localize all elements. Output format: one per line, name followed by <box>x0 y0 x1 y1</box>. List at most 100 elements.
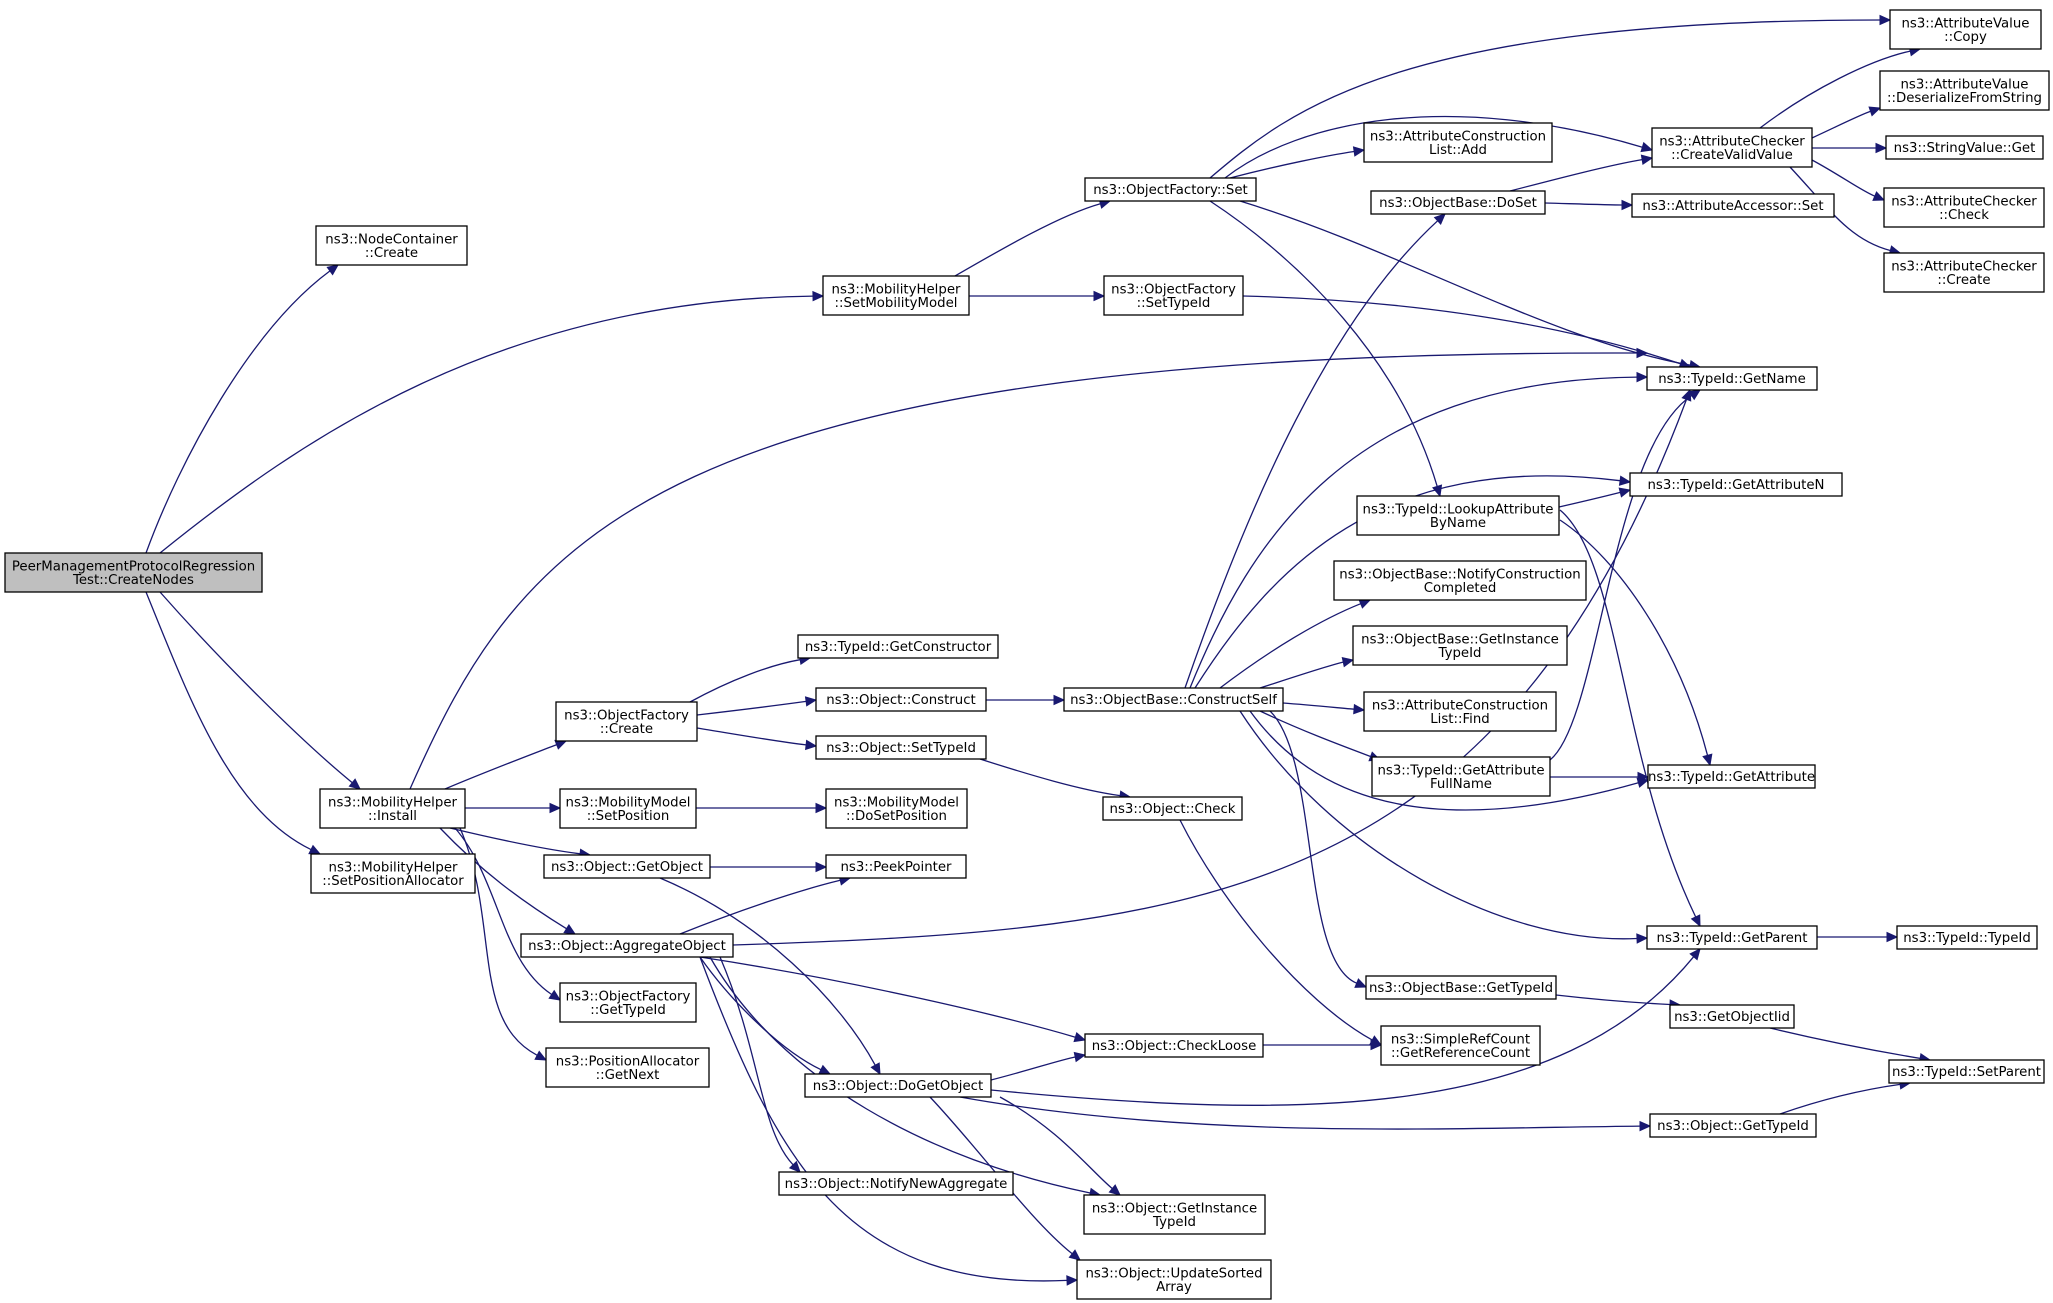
function-node-obj-gettypeid[interactable]: ns3::Object::GetTypeId <box>1649 1113 1817 1138</box>
function-node-aa-set[interactable]: ns3::AttributeAccessor::Set <box>1631 193 1835 218</box>
node-box <box>1646 925 1818 950</box>
edge-arrowhead <box>563 923 577 935</box>
function-node-obj-dogetobject[interactable]: ns3::Object::DoGetObject <box>804 1073 992 1098</box>
edge-line <box>145 591 312 851</box>
edge-line <box>1239 200 1691 366</box>
node-box <box>1370 190 1546 215</box>
function-node-sv-get[interactable]: ns3::StringValue::Get <box>1885 135 2044 160</box>
call-edge-mh_install-to-of_gettypeid <box>454 827 562 1001</box>
node-box <box>559 788 697 829</box>
function-node-getobjectiid[interactable]: ns3::GetObjectIid <box>1669 1004 1795 1029</box>
function-node-av-copy[interactable]: ns3::AttributeValue::Copy <box>1889 9 2042 50</box>
function-node-ob-constructself[interactable]: ns3::ObjectBase::ConstructSelf <box>1063 687 1284 712</box>
node-label-line: ns3::ObjectFactory <box>1111 282 1236 297</box>
function-node-of-gettypeid[interactable]: ns3::ObjectFactory::GetTypeId <box>559 982 697 1023</box>
edge-arrowhead <box>1690 914 1701 928</box>
function-node-obj-settypeid[interactable]: ns3::Object::SetTypeId <box>815 735 987 760</box>
call-edge-tid_getattrfull-to-tid_getattr <box>1550 771 1650 783</box>
function-node-nc-create[interactable]: ns3::NodeContainer::Create <box>315 225 468 266</box>
function-node-mh-setpos[interactable]: ns3::MobilityHelper::SetPositionAllocato… <box>310 853 476 894</box>
edge-line <box>696 727 807 746</box>
edge-arrowhead <box>1639 1120 1652 1132</box>
node-box <box>1647 764 1816 789</box>
function-node-of-create[interactable]: ns3::ObjectFactory::Create <box>555 701 698 742</box>
edge-line <box>1249 710 1639 811</box>
node-label-line: ns3::ObjectBase::DoSet <box>1379 196 1537 211</box>
function-node-tid-setparent[interactable]: ns3::TypeId::SetParent <box>1888 1059 2045 1084</box>
function-node-obj-construct[interactable]: ns3::Object::Construct <box>815 687 987 712</box>
node-box <box>1076 1259 1272 1300</box>
function-node-obj-getobject[interactable]: ns3::Object::GetObject <box>543 854 711 879</box>
edge-line <box>1779 1083 1901 1115</box>
node-label-line: TypeId <box>1152 1215 1196 1230</box>
function-node-tid-getattrn[interactable]: ns3::TypeId::GetAttributeN <box>1629 472 1843 497</box>
call-edge-of_create-to-tid_getctor <box>689 654 812 703</box>
function-node-tid-getparent[interactable]: ns3::TypeId::GetParent <box>1646 925 1818 950</box>
function-node-obj-aggregate[interactable]: ns3::Object::AggregateObject <box>520 933 734 958</box>
call-edge-obj_checkloose-to-src_getref <box>1263 1039 1383 1051</box>
edge-arrowhead <box>1872 191 1886 201</box>
function-node-ob-doset[interactable]: ns3::ObjectBase::DoSet <box>1370 190 1546 215</box>
edge-line <box>1269 710 1357 984</box>
node-box <box>825 854 967 879</box>
call-edge-of_set-to-av_copy <box>1209 14 1892 179</box>
edge-line <box>444 743 557 790</box>
edge-line <box>959 1096 1641 1130</box>
function-node-tid-getctor[interactable]: ns3::TypeId::GetConstructor <box>797 634 999 659</box>
edge-layer <box>145 14 1932 1286</box>
edge-line <box>1555 994 1671 1006</box>
edge-line <box>990 1056 1076 1081</box>
call-edge-getobjectiid-to-tid_setparent <box>1769 1027 1932 1064</box>
node-label-line: ::DeserializeFromString <box>1887 91 2042 106</box>
function-node-tid-getname[interactable]: ns3::TypeId::GetName <box>1646 366 1818 391</box>
function-node-ob-notify[interactable]: ns3::ObjectBase::NotifyConstructionCompl… <box>1333 560 1587 601</box>
function-node-obj-checkloose[interactable]: ns3::Object::CheckLoose <box>1084 1033 1264 1058</box>
edge-arrowhead <box>348 778 361 790</box>
edge-arrowhead <box>1618 475 1632 486</box>
node-box <box>804 1073 992 1098</box>
node-label-line: TypeId <box>1438 646 1482 661</box>
function-node-peekpointer[interactable]: ns3::PeekPointer <box>825 854 967 879</box>
node-label-line: ns3::Object::GetTypeId <box>1657 1119 1809 1134</box>
function-node-ac-createvalid[interactable]: ns3::AttributeChecker::CreateValidValue <box>1651 127 1813 168</box>
edge-line <box>159 295 814 554</box>
node-box <box>545 1047 710 1088</box>
function-node-obj-notifynew[interactable]: ns3::Object::NotifyNewAggregate <box>778 1171 1014 1196</box>
function-node-mh-install[interactable]: ns3::MobilityHelper::Install <box>319 788 466 829</box>
call-edge-mh_setmob-to-of_settypeid <box>969 290 1106 302</box>
function-node-obj-check[interactable]: ns3::Object::Check <box>1102 796 1243 821</box>
call-edge-of_set-to-acl_add <box>1229 146 1366 179</box>
call-edge-ob_constructself-to-tid_getattrfull <box>1259 710 1382 762</box>
call-edge-obj_dogetobject-to-obj_checkloose <box>990 1051 1087 1081</box>
function-node-of-settypeid[interactable]: ns3::ObjectFactory::SetTypeId <box>1103 275 1244 316</box>
function-node-av-deser[interactable]: ns3::AttributeValue::DeserializeFromStri… <box>1879 70 2050 111</box>
function-node-mm-setpos[interactable]: ns3::MobilityModel::SetPosition <box>559 788 697 829</box>
function-node-mm-dosetpos[interactable]: ns3::MobilityModel::DoSetPosition <box>825 788 968 829</box>
function-node-ac-check[interactable]: ns3::AttributeChecker::Check <box>1883 187 2045 228</box>
call-edge-mh_install-to-of_create <box>444 739 568 790</box>
node-label-line: ns3::TypeId::GetAttribute <box>1377 763 1544 778</box>
call-edge-ob_constructself-to-tid_getname <box>1189 371 1649 689</box>
function-node-ob-gettypeid[interactable]: ns3::ObjectBase::GetTypeId <box>1365 975 1557 1000</box>
edge-arrowhead <box>812 290 825 302</box>
call-edge-ob_doset-to-aa_set <box>1544 199 1634 211</box>
function-node-tid-typeid[interactable]: ns3::TypeId::TypeId <box>1896 925 2038 950</box>
call-edge-ob_constructself-to-ob_gettypeid <box>1269 710 1368 988</box>
function-node-src-getref[interactable]: ns3::SimpleRefCount::GetReferenceCount <box>1380 1025 1541 1066</box>
node-label-line: ns3::ObjectBase::NotifyConstruction <box>1339 567 1580 582</box>
node-label-line: ns3::TypeId::GetAttributeN <box>1648 478 1825 493</box>
edge-line <box>679 879 841 935</box>
function-node-tid-getattr[interactable]: ns3::TypeId::GetAttribute <box>1647 764 1816 789</box>
function-node-pa-getnext[interactable]: ns3::PositionAllocator::GetNext <box>545 1047 710 1088</box>
function-node-mh-setmob[interactable]: ns3::MobilityHelper::SetMobilityModel <box>822 275 970 316</box>
function-node-of-set[interactable]: ns3::ObjectFactory::Set <box>1084 177 1257 202</box>
call-edge-tid_lookup-to-tid_getparent <box>1559 509 1701 928</box>
function-node-ac-create[interactable]: ns3::AttributeChecker::Create <box>1883 252 2045 293</box>
